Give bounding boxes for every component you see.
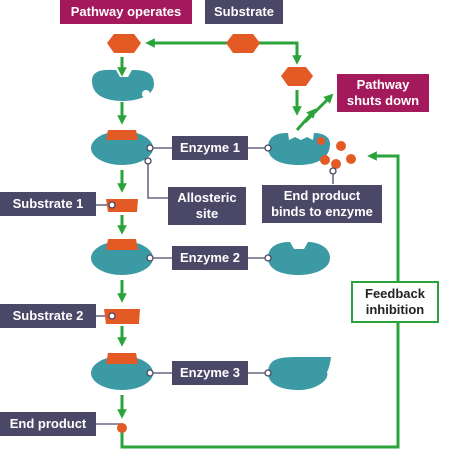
substrate-label: Substrate <box>205 0 283 24</box>
enzymes <box>91 69 331 390</box>
substrate-on-enzyme-2 <box>106 239 138 250</box>
end-product-bound <box>320 155 330 165</box>
pathway-arrows <box>117 38 400 449</box>
substrate-2-label: Substrate 2 <box>0 304 96 328</box>
enzyme-1-inhibited <box>268 133 330 165</box>
feedback-inhibition-label: Feedback inhibition <box>351 281 439 323</box>
feedback-inhibition-text: Feedback inhibition <box>365 286 425 317</box>
substrate-on-enzyme-3 <box>106 353 138 364</box>
pathway-shuts-down-label: Pathway shuts down <box>337 74 429 112</box>
allosteric-site-text: Allosteric site <box>177 190 237 221</box>
arrow-feedback-loop <box>120 151 400 449</box>
pathway-operates-label: Pathway operates <box>60 0 192 24</box>
substrate-pathway-start <box>107 34 141 53</box>
substrate-1-label: Substrate 1 <box>0 192 96 216</box>
enzyme-free <box>92 69 154 101</box>
enzyme-1-label: Enzyme 1 <box>172 136 248 160</box>
end-product-binds-text: End product binds to enzyme <box>271 188 373 219</box>
substrate-on-enzyme-1 <box>106 130 138 140</box>
allosteric-site-label: Allosteric site <box>168 187 246 225</box>
substrate-branch <box>281 67 313 86</box>
allosteric-notch-free <box>142 90 150 98</box>
arrow-shutdown-2 <box>303 93 334 124</box>
enzyme-3-label: Enzyme 3 <box>172 361 248 385</box>
connector-dots <box>108 144 337 377</box>
substrate-top <box>226 34 260 53</box>
end-product-label: End product <box>0 412 96 436</box>
enzyme-3-free <box>268 357 331 390</box>
pathway-shuts-down-text: Pathway shuts down <box>346 77 420 108</box>
arrow-substrate-to-inhibited-branch <box>258 41 302 65</box>
enzyme-2-free <box>268 242 330 275</box>
enzyme-3 <box>91 356 153 390</box>
enzyme-2-label: Enzyme 2 <box>172 246 248 270</box>
end-product-binds-label: End product binds to enzyme <box>262 185 382 223</box>
end-product-dot <box>117 423 127 433</box>
